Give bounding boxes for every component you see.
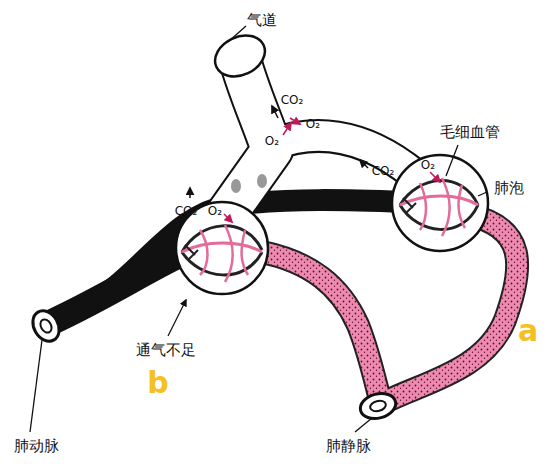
part-name: 肺泡 xyxy=(494,180,524,197)
gas-arrow xyxy=(190,106,440,222)
gas-label: O₂ xyxy=(421,159,435,172)
leader-line xyxy=(30,26,487,432)
gas-label: CO₂ xyxy=(281,94,304,107)
gas-label: CO₂ xyxy=(372,165,395,178)
part-name: 肺静脉 xyxy=(326,438,371,455)
part-name: 毛细血管 xyxy=(440,124,500,141)
part-name: 通气不足 xyxy=(136,342,196,359)
gas-label: O₂ xyxy=(265,135,279,148)
gas-label: CO₂ xyxy=(175,205,198,218)
alveolus xyxy=(392,155,488,251)
gas-label: O₂ xyxy=(208,205,222,218)
panel-letter: a xyxy=(518,314,538,347)
part-name: 肺动脉 xyxy=(14,438,59,455)
gas-label: O₂ xyxy=(306,118,320,131)
part-name: 气道 xyxy=(247,12,277,29)
airway xyxy=(208,28,415,212)
panel-letter: b xyxy=(147,366,168,399)
pulmonary-vein xyxy=(262,215,517,422)
